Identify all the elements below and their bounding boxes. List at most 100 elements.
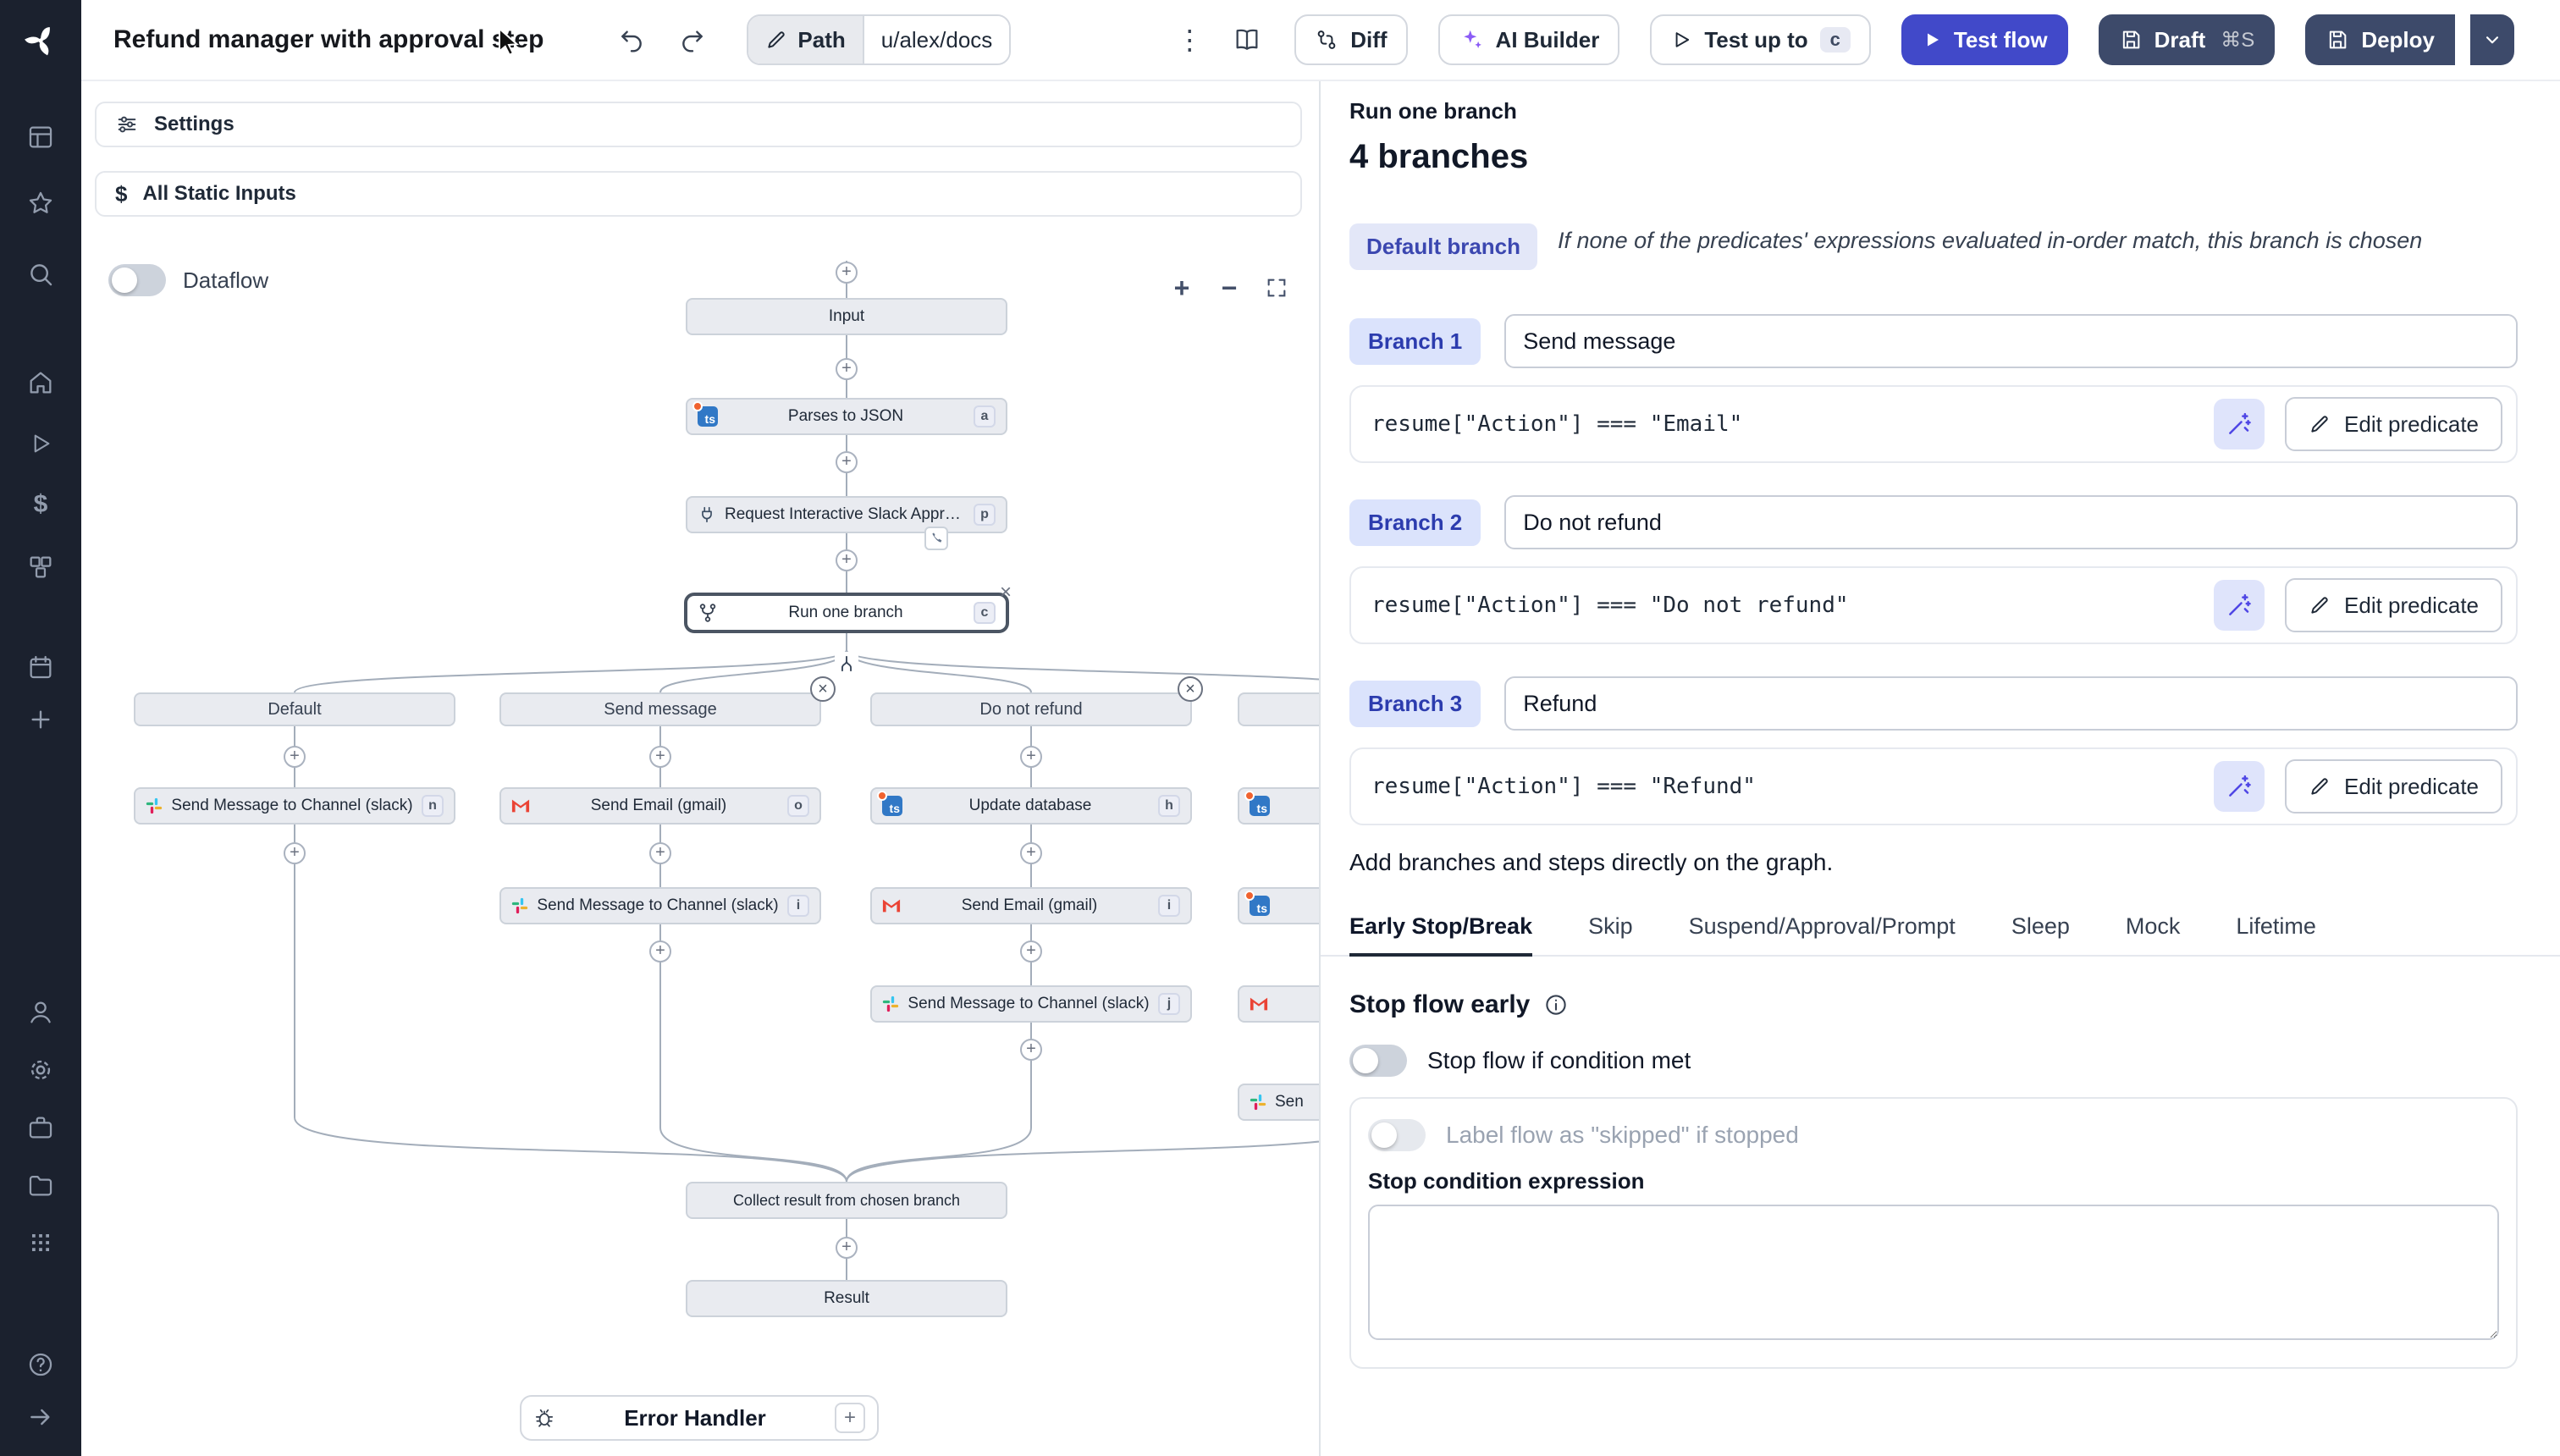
sidebar-item-folders[interactable]	[20, 1165, 61, 1205]
add-step-button[interactable]	[836, 549, 858, 571]
branch-header-default[interactable]: Default	[134, 692, 455, 726]
sidebar-item-workers[interactable]	[20, 1107, 61, 1148]
tab-early-stop[interactable]: Early Stop/Break	[1349, 907, 1533, 957]
more-menu-button[interactable]: ⋮	[1176, 25, 1204, 55]
deploy-button[interactable]: Deploy	[2305, 14, 2455, 65]
info-icon[interactable]	[1543, 992, 1569, 1018]
add-step-button[interactable]	[649, 940, 671, 962]
branch-header-send-message[interactable]: Send message	[499, 692, 821, 726]
node-send-email-gmail[interactable]: Send Email (gmail) o	[499, 787, 821, 825]
diff-button[interactable]: Diff	[1294, 14, 1408, 65]
node-slack-approval[interactable]: Request Interactive Slack Approval (... …	[686, 496, 1007, 533]
sidebar-item-settings[interactable]	[20, 1050, 61, 1090]
edit-predicate-button[interactable]: Edit predicate	[2285, 759, 2502, 813]
remove-branch-button[interactable]	[1178, 676, 1203, 702]
ai-predicate-button[interactable]	[2214, 580, 2265, 631]
flow-settings-row[interactable]: Settings	[95, 102, 1302, 147]
node-send-message-slack[interactable]: Send Message to Channel (slack) n	[134, 787, 455, 825]
add-error-handler-button[interactable]	[835, 1403, 865, 1433]
step-id-badge: o	[787, 795, 809, 817]
add-step-button[interactable]	[836, 262, 858, 284]
tab-sleep[interactable]: Sleep	[2011, 913, 2070, 939]
sidebar-item-help[interactable]	[20, 1344, 61, 1385]
branch-1-summary-input[interactable]	[1504, 314, 2518, 368]
node-send-message-slack[interactable]: Send Message to Channel (slack) j	[870, 985, 1192, 1023]
node-result[interactable]: Result	[686, 1280, 1007, 1317]
node-send-message-slack[interactable]: Send Message to Channel (slack) i	[499, 887, 821, 924]
sidebar-item-create[interactable]	[20, 699, 61, 740]
node-partial[interactable]: ts	[1238, 787, 1319, 825]
ai-builder-button[interactable]: AI Builder	[1437, 14, 1620, 65]
zoom-in-button[interactable]: +	[1161, 267, 1202, 308]
node-partial[interactable]: Sen	[1238, 1084, 1319, 1121]
sidebar-item-apps-grid[interactable]	[20, 1222, 61, 1263]
test-flow-button[interactable]: Test flow	[1901, 14, 2068, 65]
flow-title[interactable]: Refund manager with approval step	[113, 25, 544, 53]
add-step-button[interactable]	[649, 842, 671, 864]
branch-header-do-not-refund[interactable]: Do not refund	[870, 692, 1192, 726]
typescript-icon: ts	[692, 401, 718, 427]
windmill-logo[interactable]	[20, 20, 61, 61]
branch-2-summary-input[interactable]	[1504, 495, 2518, 549]
sidebar-item-search[interactable]	[20, 254, 61, 295]
label-skipped-toggle[interactable]	[1368, 1119, 1426, 1151]
add-step-button[interactable]	[649, 746, 671, 768]
ai-predicate-button[interactable]	[2214, 761, 2265, 812]
error-handler-node[interactable]: Error Handler	[520, 1395, 879, 1441]
stop-condition-toggle[interactable]	[1349, 1045, 1407, 1077]
edit-predicate-button[interactable]: Edit predicate	[2285, 578, 2502, 632]
add-step-button[interactable]	[1020, 1039, 1042, 1061]
deploy-dropdown-button[interactable]	[2470, 14, 2514, 65]
branch-header-partial[interactable]	[1238, 692, 1319, 726]
tab-skip[interactable]: Skip	[1588, 913, 1633, 939]
remove-branch-button[interactable]	[810, 676, 836, 702]
sidebar-item-home[interactable]	[20, 362, 61, 403]
node-input[interactable]: Input	[686, 298, 1007, 335]
tab-suspend[interactable]: Suspend/Approval/Prompt	[1688, 913, 1956, 939]
tab-mock[interactable]: Mock	[2125, 913, 2181, 939]
add-step-button[interactable]	[1020, 842, 1042, 864]
stop-condition-toggle-row: Stop flow if condition met	[1349, 1045, 2518, 1077]
branch-row: Branch 2	[1349, 495, 2518, 549]
stop-condition-expression-input[interactable]	[1368, 1205, 2499, 1340]
node-run-one-branch[interactable]: Run one branch c	[684, 593, 1009, 633]
edit-predicate-button[interactable]: Edit predicate	[2285, 397, 2502, 451]
add-step-button[interactable]	[284, 746, 306, 768]
node-partial[interactable]	[1238, 985, 1319, 1023]
node-parses-to-json[interactable]: ts Parses to JSON a	[686, 398, 1007, 435]
node-update-database[interactable]: ts Update database h	[870, 787, 1192, 825]
tab-lifetime[interactable]: Lifetime	[2236, 913, 2316, 939]
redo-button[interactable]	[669, 16, 716, 63]
sidebar-item-account[interactable]	[20, 992, 61, 1033]
add-step-button[interactable]	[284, 842, 306, 864]
branch-3-summary-input[interactable]	[1504, 676, 2518, 731]
undo-button[interactable]	[608, 16, 655, 63]
sidebar-item-resources[interactable]	[20, 547, 61, 587]
static-inputs-row[interactable]: $ All Static Inputs	[95, 171, 1302, 217]
fit-view-button[interactable]	[1256, 267, 1297, 308]
node-collect-result[interactable]: Collect result from chosen branch	[686, 1182, 1007, 1219]
zoom-out-button[interactable]: −	[1209, 267, 1250, 308]
node-partial[interactable]: ts	[1238, 887, 1319, 924]
draft-button[interactable]: Draft⌘S	[2098, 14, 2276, 65]
sidebar-item-favorites[interactable]	[20, 183, 61, 223]
add-step-button[interactable]	[836, 451, 858, 473]
add-step-button[interactable]	[836, 1237, 858, 1259]
gmail-icon	[1250, 997, 1268, 1011]
docs-button[interactable]	[1223, 16, 1271, 63]
add-step-button[interactable]	[1020, 746, 1042, 768]
ai-predicate-button[interactable]	[2214, 399, 2265, 449]
sidebar-item-runs[interactable]	[20, 423, 61, 464]
sidebar-item-collapse[interactable]	[20, 1397, 61, 1437]
add-step-button[interactable]	[1020, 940, 1042, 962]
sidebar-item-schedules[interactable]	[20, 647, 61, 687]
delete-step-button[interactable]	[996, 582, 1016, 603]
add-step-button[interactable]	[836, 358, 858, 380]
star-icon	[29, 191, 52, 213]
sidebar-item-variables[interactable]: $	[20, 484, 61, 525]
dataflow-toggle[interactable]	[108, 264, 166, 296]
path-control[interactable]: Path u/alex/docs	[747, 14, 1012, 65]
node-send-email-gmail[interactable]: Send Email (gmail) i	[870, 887, 1192, 924]
sidebar-item-workspace[interactable]	[20, 117, 61, 157]
